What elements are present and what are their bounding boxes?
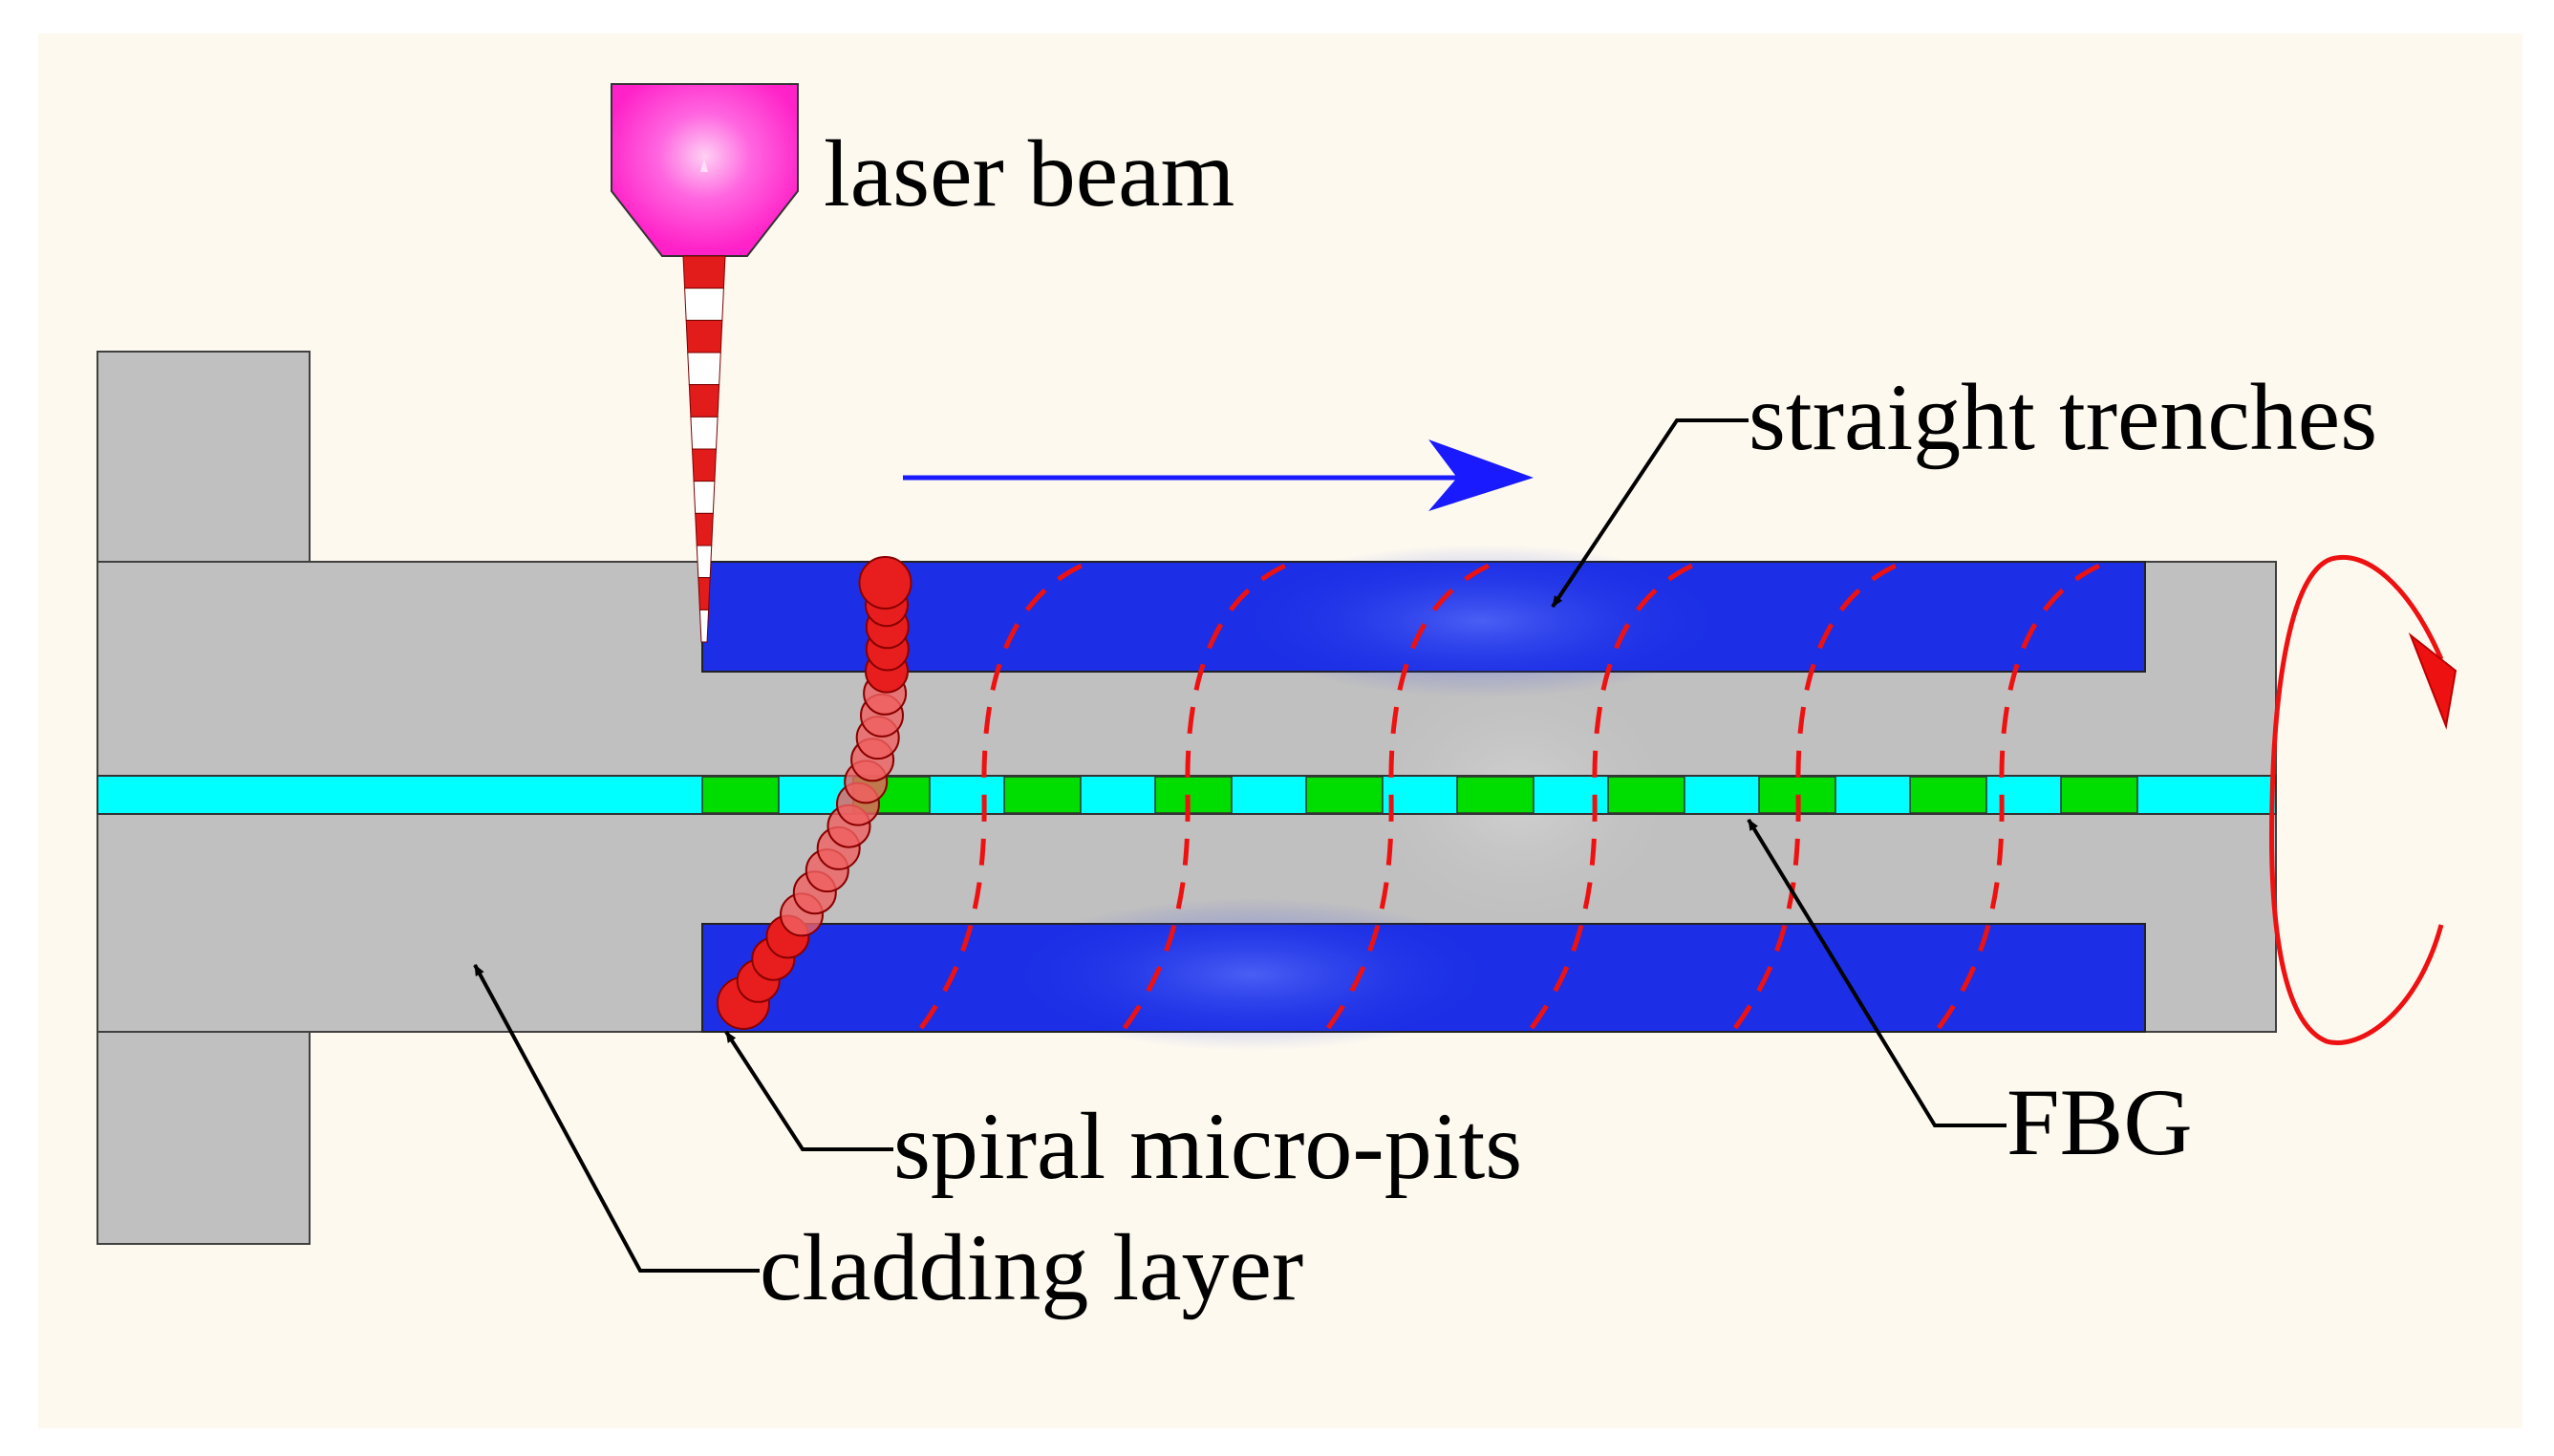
fiber-clamp-bottom	[97, 1031, 311, 1245]
laser-beam-segment	[693, 481, 716, 514]
label-spiral-micro-pits: spiral micro-pits	[893, 1093, 1522, 1199]
laser-beam-segment	[691, 448, 718, 482]
grating-segment	[1909, 776, 1987, 814]
grating-segment	[1456, 776, 1535, 814]
laser-beam-segment	[685, 319, 723, 353]
laser-beam-segment	[682, 255, 726, 289]
trench-bottom-glow	[1003, 898, 1500, 1051]
grating-segment	[1305, 776, 1384, 814]
fiber-clamp-top	[97, 351, 311, 563]
laser-beam-segment	[695, 512, 714, 546]
label-laser-beam: laser beam	[824, 120, 1234, 226]
leader-cladding-layer	[473, 964, 760, 1273]
label-fbg: FBG	[2007, 1069, 2193, 1175]
grating-segment	[1607, 776, 1685, 814]
leader-straight-trenches	[1551, 418, 1749, 609]
laser-beam-segment	[688, 384, 720, 418]
grating-segment	[1154, 776, 1233, 814]
micro-pit	[858, 556, 912, 610]
translation-arrow	[903, 439, 1534, 511]
spiral-micro-pits-group	[717, 556, 912, 1030]
laser-beam-segment	[696, 545, 713, 579]
leader-spiral-micro-pits	[724, 1030, 893, 1151]
callout-leaders	[473, 418, 2007, 1273]
laser-beam-segment	[698, 577, 711, 610]
laser-beam-segment	[698, 609, 710, 643]
laser-head	[611, 83, 799, 257]
laser-nozzle-mark	[700, 159, 708, 172]
label-straight-trenches: straight trenches	[1749, 364, 2377, 470]
grating-segment	[2060, 776, 2138, 814]
label-cladding-layer: cladding layer	[760, 1214, 1303, 1320]
rotation-arrow	[2269, 554, 2457, 1045]
laser-beam-segment	[687, 352, 721, 386]
laser-beam-segment	[690, 416, 719, 450]
leader-fbg	[1747, 818, 2007, 1127]
laser-beam-segment	[684, 288, 724, 321]
trench-top-glow	[1233, 545, 1729, 697]
laser-beam-ray	[682, 255, 726, 643]
grating-segment	[701, 776, 780, 814]
grating-segment	[1003, 776, 1082, 814]
